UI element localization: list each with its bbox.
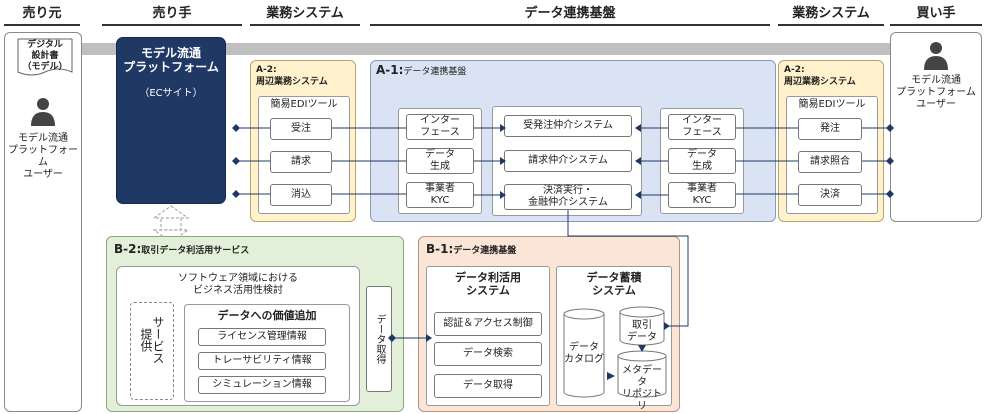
a2-left-item-order: 受注 bbox=[270, 118, 332, 140]
b2-value-title: データへの価値追加 bbox=[217, 309, 317, 322]
seller-origin-panel bbox=[4, 32, 82, 412]
a2-left-tool-label: 簡易EDIツール bbox=[270, 99, 338, 110]
a2-left-item-invoice: 請求 bbox=[270, 151, 332, 173]
a2-right-item-invoice-check: 請求照合 bbox=[798, 151, 862, 173]
catalog-cylinder bbox=[563, 308, 605, 398]
a1-left-data-gen: データ 生成 bbox=[406, 148, 474, 174]
trade-cylinder bbox=[619, 306, 665, 346]
b2-license-info: ライセンス管理情報 bbox=[198, 328, 326, 346]
ec-site-subtitle: （ECサイト） bbox=[139, 88, 203, 99]
a2-left-title: A-2: 周辺業務システム bbox=[256, 65, 328, 87]
buyer-user-label: モデル流通 プラットフォーム ユーザー bbox=[896, 75, 976, 110]
a2-right-title: A-2: 周辺業務システム bbox=[784, 65, 856, 87]
ec-site-title: モデル流通 プラットフォーム bbox=[123, 46, 219, 74]
a1-order-mediation: 受発注仲介システム bbox=[504, 115, 632, 137]
header-seller: 売り手 bbox=[102, 4, 242, 26]
b2-study-label: ソフトウェア領域における ビジネス活用性検討 bbox=[178, 273, 298, 296]
a1-title: A-1:データ連携基盤 bbox=[376, 63, 467, 77]
seller-user-label: モデル流通 プラットフォーム ユーザー bbox=[8, 133, 78, 180]
ec-site-box bbox=[116, 37, 226, 204]
b1-catalog-label: データ カタログ bbox=[564, 342, 604, 365]
header-biz-system-right: 業務システム bbox=[778, 4, 884, 26]
a1-left-kyc: 事業者 KYC bbox=[406, 182, 474, 208]
b2-service-label: サービス 提供 bbox=[139, 316, 165, 364]
header-seller-origin: 売り元 bbox=[4, 4, 80, 26]
b1-title: B-1:データ連携基盤 bbox=[426, 242, 517, 256]
b2-acquire-label: データ取得 bbox=[374, 314, 385, 364]
b1-meta-repo-label: メタデータ リポジトリ bbox=[622, 365, 662, 412]
digital-design-doc-label: デジタル 設計書 （モデル） bbox=[22, 40, 68, 72]
a1-right-kyc: 事業者 KYC bbox=[668, 182, 736, 208]
a2-right-tool-label: 簡易EDIツール bbox=[798, 99, 866, 110]
header-biz-system-left: 業務システム bbox=[250, 4, 360, 26]
a1-right-interface: インター フェース bbox=[668, 114, 736, 140]
b2-service-box bbox=[130, 302, 174, 400]
b1-auth-access: 認証＆アクセス制御 bbox=[434, 312, 542, 336]
a2-right-item-purchase: 発注 bbox=[798, 118, 862, 140]
b1-store-system-title: データ蓄積 システム bbox=[586, 271, 642, 297]
b1-data-acquire: データ取得 bbox=[434, 374, 542, 398]
b2-traceability-info: トレーサビリティ情報 bbox=[198, 352, 326, 370]
header-buyer: 買い手 bbox=[890, 4, 982, 26]
meta-cylinder bbox=[617, 350, 667, 398]
b1-data-search: データ検索 bbox=[434, 342, 542, 366]
a1-right-data-gen: データ 生成 bbox=[668, 148, 736, 174]
a1-left-interface: インター フェース bbox=[406, 114, 474, 140]
b1-use-system-title: データ利活用 システム bbox=[455, 271, 521, 297]
a2-left-item-reconcile: 消込 bbox=[270, 184, 332, 206]
b2-simulation-info: シミュレーション情報 bbox=[198, 376, 326, 394]
header-data-platform: データ連携基盤 bbox=[370, 4, 770, 26]
a2-right-item-payment: 決済 bbox=[798, 184, 862, 206]
b2-title: B-2:取引データ利活用サービス bbox=[114, 242, 250, 256]
b1-trade-data-label: 取引 データ bbox=[627, 320, 657, 343]
a1-settlement-finance: 決済実行・ 金融仲介システム bbox=[504, 184, 632, 210]
